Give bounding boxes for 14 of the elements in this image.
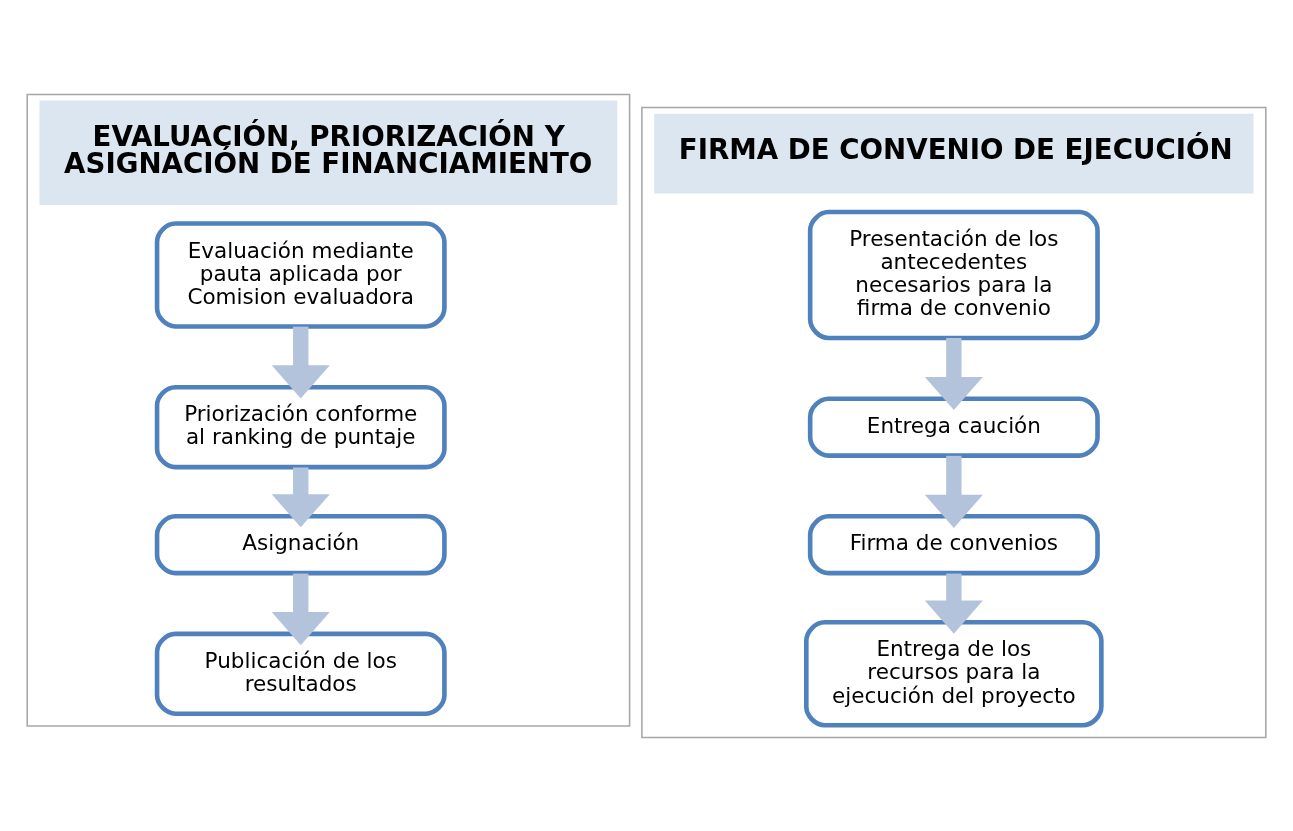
node-box: Evaluación mediante pauta aplicada por Comision evaluadora <box>154 220 447 329</box>
node-box: Publicación de los resultados <box>154 631 447 716</box>
node-box: Firma de convenios <box>807 513 1100 575</box>
arrow <box>271 466 330 527</box>
node-box: Presentación de los antecedentes necesarios para la firma de convenio <box>807 209 1100 340</box>
node-box: Priorización conforme al ranking de puntaje <box>154 384 447 469</box>
arrow <box>924 455 983 528</box>
arrow <box>924 573 983 634</box>
arrow <box>924 337 983 410</box>
node-box: Asignación <box>154 513 447 575</box>
node-box: Entrega caución <box>807 395 1100 458</box>
node-box: Entrega de los recursos para la ejecución del proyecto <box>804 619 1104 728</box>
arrow <box>271 326 330 398</box>
arrow <box>271 573 330 645</box>
